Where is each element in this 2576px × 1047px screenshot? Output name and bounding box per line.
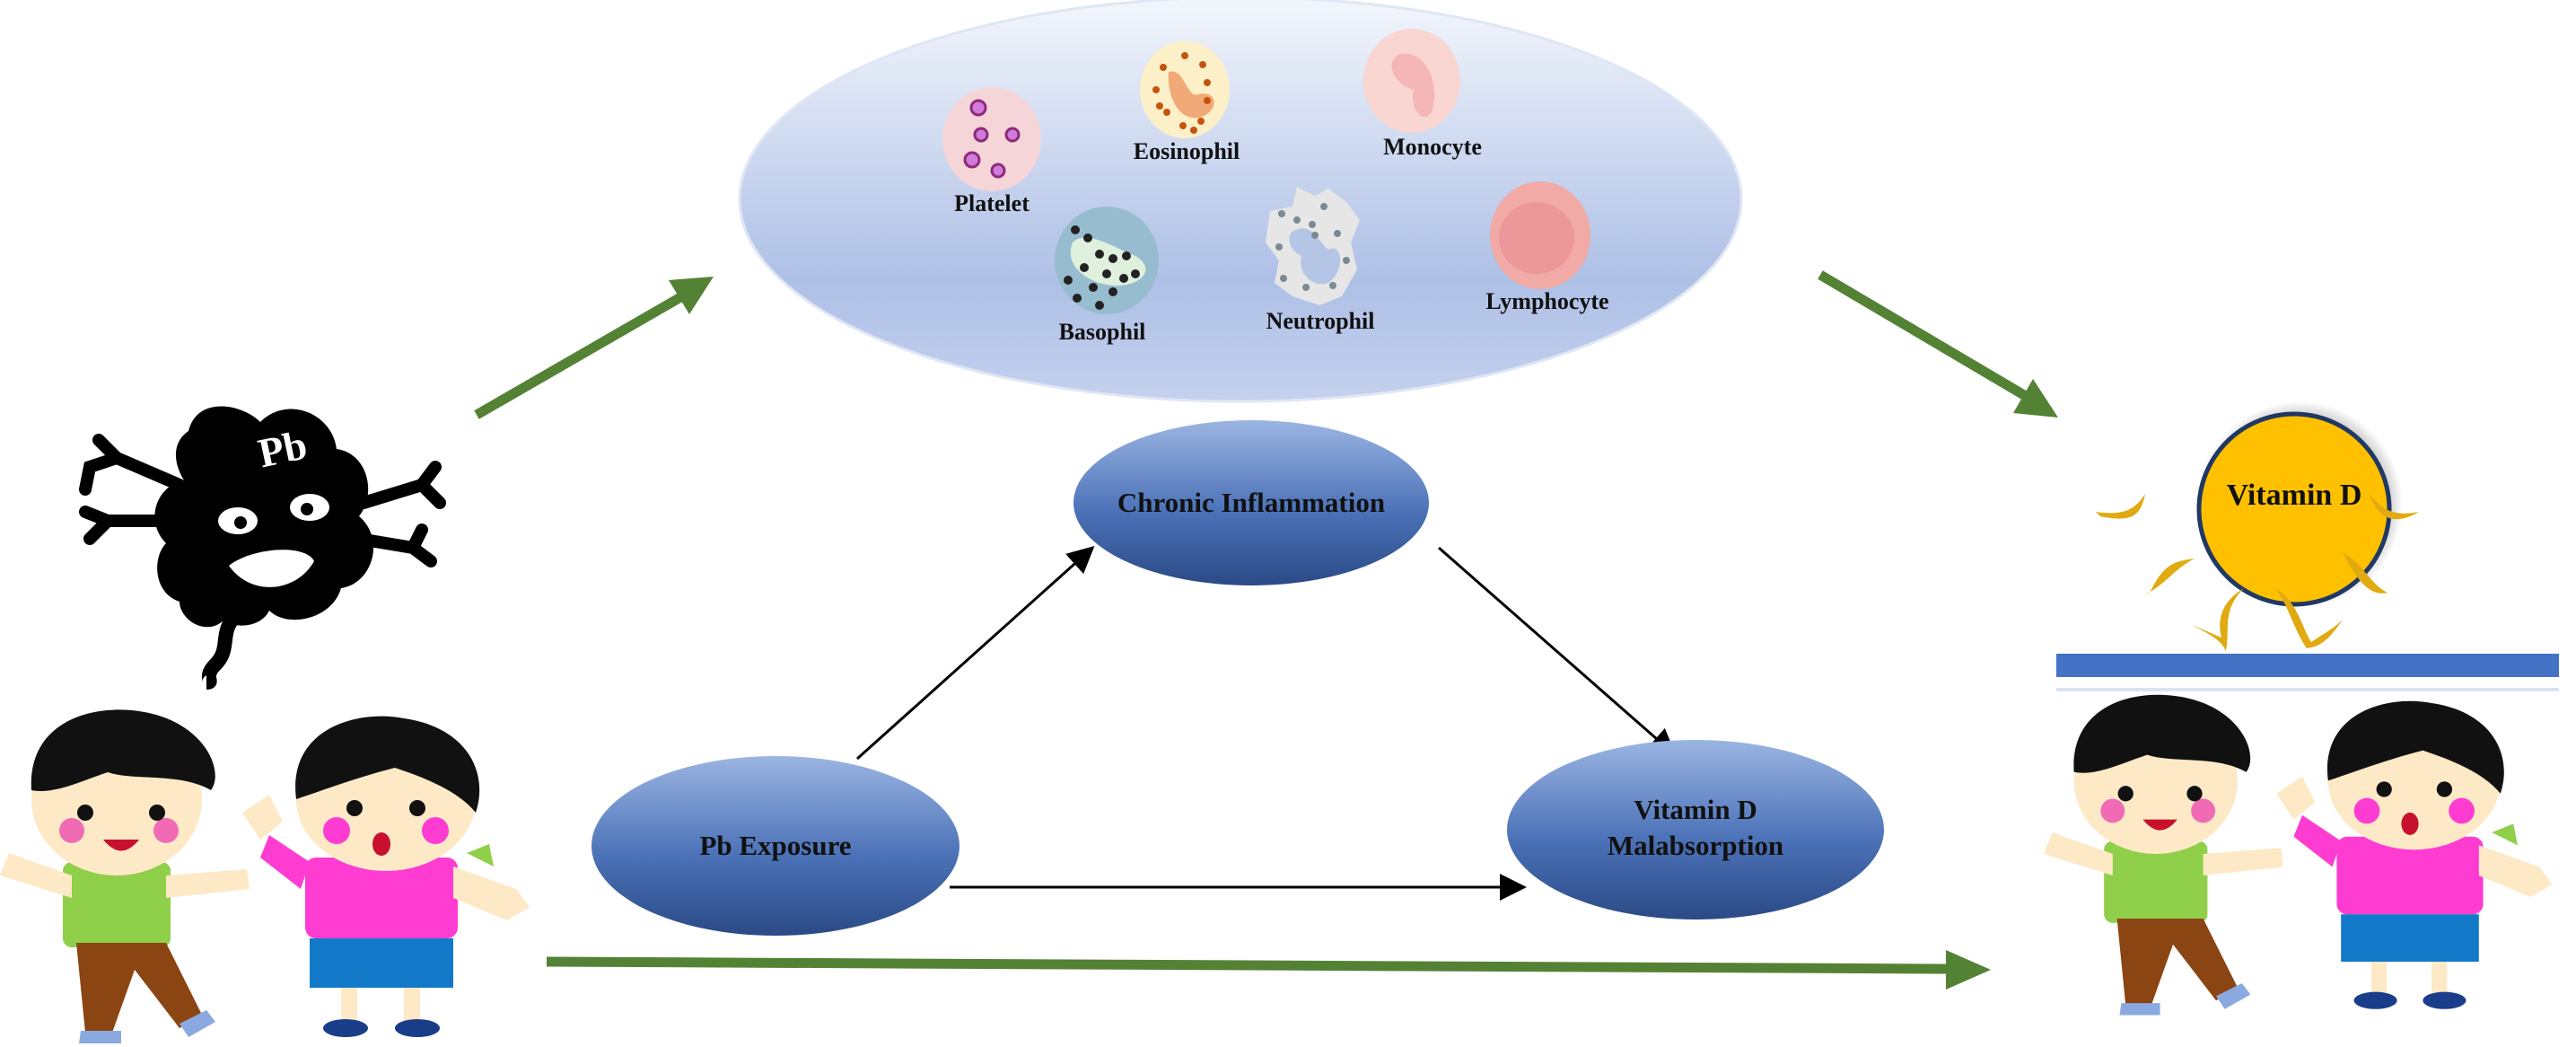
neutrophil-icon: [1266, 187, 1360, 305]
lymphocyte-label: Lymphocyte: [1485, 288, 1608, 314]
chronic-inflammation-label: Chronic Inflammation: [1117, 487, 1385, 518]
green-arrows: [474, 270, 2058, 990]
sun-label: Vitamin D: [2227, 479, 2362, 512]
lymphocyte-icon: [1490, 181, 1590, 289]
platelet-icon: [942, 87, 1041, 191]
arrow-cells-to-vitamin-d: [1818, 270, 2058, 418]
boy-left-icon: [0, 709, 250, 1043]
blood-cells-cloud: Platelet Eosinophil Monocyte: [738, 0, 1743, 403]
girl-right-icon: [2276, 700, 2553, 1009]
monocyte-icon: [1363, 29, 1460, 133]
malabsorption-label-line1: Vitamin D: [1634, 794, 1757, 825]
pb-label: Pb: [254, 421, 311, 476]
pb-exposure-label: Pb Exposure: [699, 830, 851, 861]
mechanism-triangle: Chronic Inflammation Pb Exposure Vitamin…: [591, 420, 1884, 936]
basophil-label: Basophil: [1059, 319, 1146, 345]
arrow-exposure-to-inflammation: [855, 545, 1095, 761]
vitamin-d-sun-icon: Vitamin D: [2056, 401, 2559, 691]
boy-right-icon: [2044, 694, 2283, 1016]
monocyte-label: Monocyte: [1383, 134, 1482, 160]
node-chronic-inflammation: Chronic Inflammation: [1073, 420, 1429, 585]
basophil-icon: [1055, 207, 1159, 314]
sun-rays: [2096, 494, 2419, 651]
eosinophil-label: Eosinophil: [1134, 138, 1240, 164]
node-pb-exposure: Pb Exposure: [591, 756, 959, 936]
blue-bar: [2056, 654, 2559, 677]
malabsorption-label-line2: Malabsorption: [1608, 830, 1783, 861]
children-healthy: [2044, 694, 2553, 1016]
arrow-inflammation-to-malabsorption: [1438, 546, 1677, 756]
arrow-children-to-children: [546, 950, 1991, 990]
platelet-label: Platelet: [954, 190, 1030, 216]
children-exposed: [0, 709, 530, 1043]
pb-monster-icon: Pb: [79, 406, 446, 690]
eosinophil-icon: [1140, 41, 1230, 138]
faint-line: [2056, 688, 2559, 691]
girl-left-icon: [242, 716, 530, 1037]
node-vitamin-d-malabsorption: Vitamin D Malabsorption: [1507, 740, 1884, 919]
neutrophil-label: Neutrophil: [1266, 308, 1375, 334]
arrow-pb-to-cells: [474, 277, 714, 419]
